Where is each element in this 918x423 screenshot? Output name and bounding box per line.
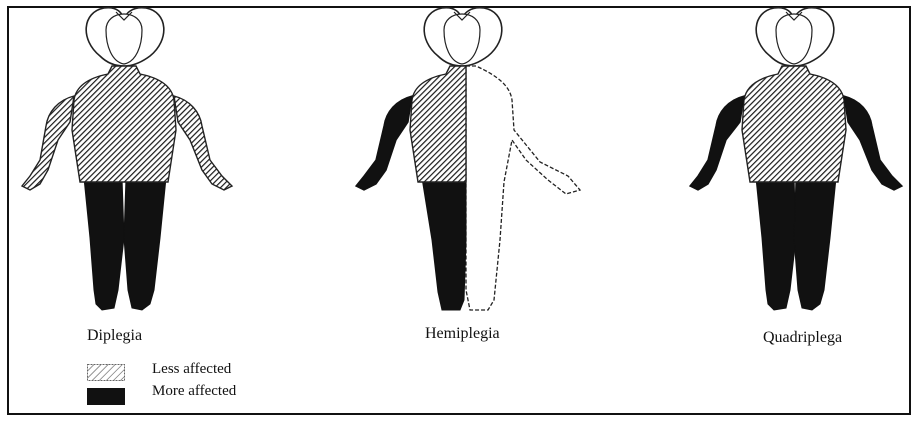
- caption-quadriplega: Quadriplega: [763, 330, 842, 346]
- left-arm: [690, 96, 744, 190]
- right-side-unaffected: [466, 66, 580, 310]
- torso: [742, 66, 846, 182]
- figure-diplegia: [22, 8, 232, 310]
- head: [424, 8, 502, 66]
- left-arm: [356, 96, 412, 190]
- right-arm: [174, 96, 232, 190]
- left-leg: [756, 178, 796, 310]
- right-arm: [844, 96, 902, 190]
- torso: [72, 66, 176, 182]
- caption-hemiplegia: Hemiplegia: [425, 326, 500, 342]
- legend-label-more-affected: More affected: [152, 384, 236, 399]
- torso-left-half: [410, 66, 466, 182]
- left-leg: [84, 178, 124, 310]
- head: [86, 8, 164, 66]
- right-leg: [794, 178, 836, 310]
- legend-swatch-more-affected: [87, 388, 125, 405]
- head: [756, 8, 834, 66]
- legend-swatch-less-affected: [87, 364, 125, 381]
- left-arm: [22, 96, 74, 190]
- figure-hemiplegia: [356, 8, 580, 310]
- left-leg: [422, 178, 466, 310]
- legend-label-less-affected: Less affected: [152, 362, 231, 377]
- caption-diplegia: Diplegia: [87, 328, 142, 344]
- figure-quadriplega: [690, 8, 902, 310]
- right-leg: [124, 178, 166, 310]
